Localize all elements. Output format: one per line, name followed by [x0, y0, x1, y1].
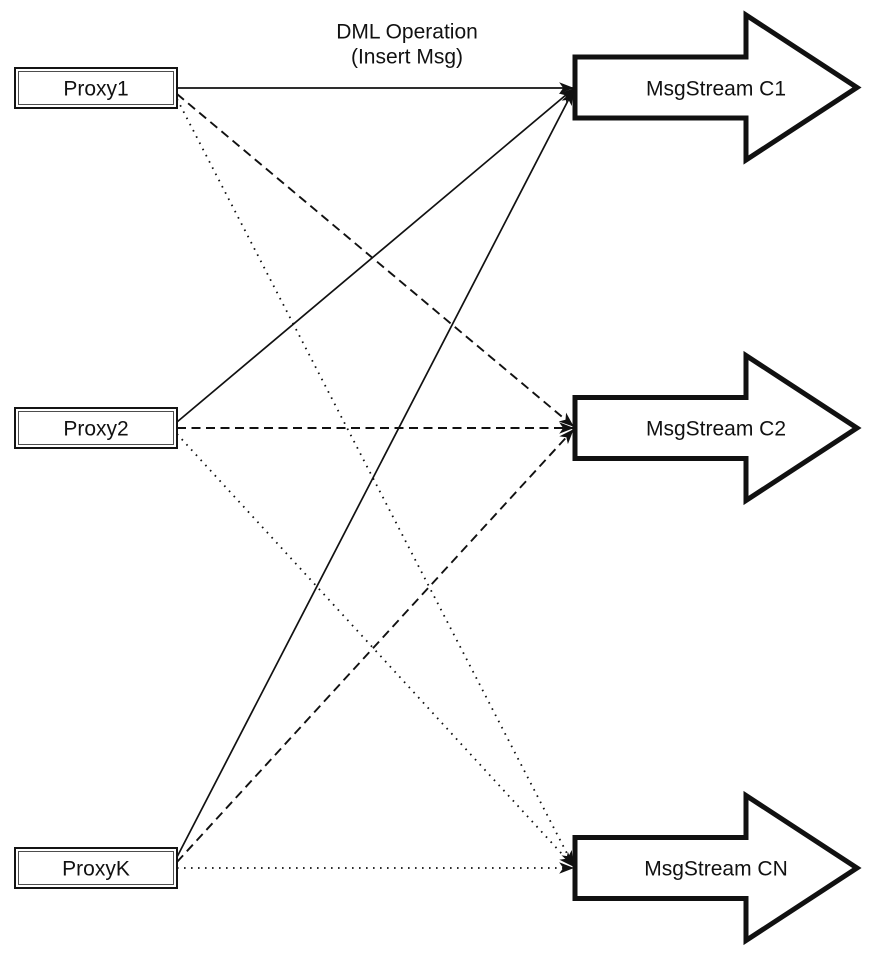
edge-proxy1-to-c2-dashed — [176, 93, 574, 427]
proxy1-label: Proxy1 — [63, 78, 128, 101]
block-arrow-msgstream-c2 — [572, 350, 862, 506]
proxy2-label: Proxy2 — [63, 418, 128, 441]
proxy-box-proxy2 — [14, 407, 178, 449]
annotation-line2: (Insert Msg) — [351, 46, 463, 69]
edge-proxy2-to-cn-dotted — [176, 433, 574, 867]
msgstream-c2-label: MsgStream C2 — [646, 418, 786, 441]
proxy-box-proxy1 — [14, 67, 178, 109]
edge-proxy1-to-cn-dotted — [176, 98, 574, 867]
msgstream-c1-label: MsgStream C1 — [646, 78, 786, 101]
proxyk-label: ProxyK — [62, 858, 130, 881]
annotation-line1: DML Operation — [336, 21, 478, 44]
edge-proxy2-to-c1-solid — [176, 88, 574, 423]
proxy-box-proxyk — [14, 847, 178, 889]
edge-proxyk-to-c1-solid — [176, 89, 574, 858]
block-arrow-msgstream-c1 — [572, 10, 862, 165]
edge-proxyk-to-c2-dashed — [176, 429, 574, 863]
msgstream-cn-label: MsgStream CN — [644, 858, 788, 881]
block-arrow-msgstream-cn — [572, 790, 862, 946]
